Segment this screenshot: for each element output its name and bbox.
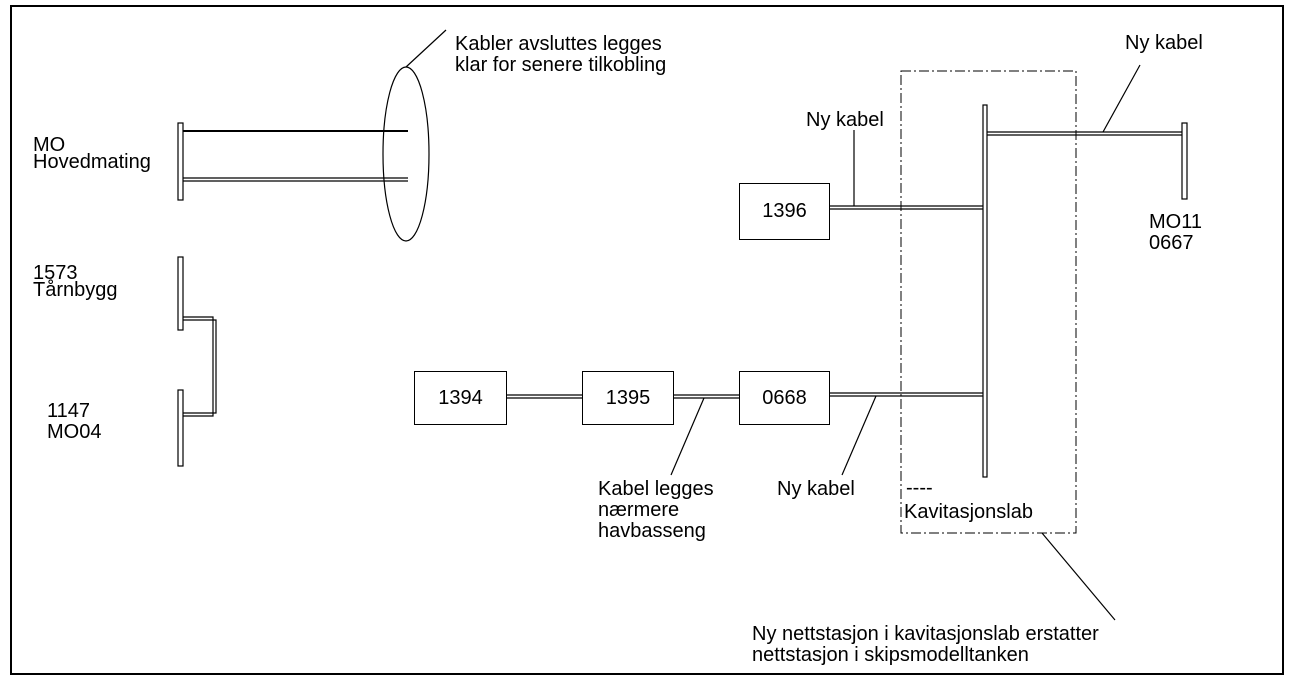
label-kavitasjonslab: Kavitasjonslab [904,501,1033,523]
link-tarn-mo04-b [183,319,217,414]
busbar-tarnbygg [177,256,184,331]
link-tarn-mo04-a [183,316,214,417]
label-dashes: ---- [906,477,933,499]
diagram-frame [10,5,1284,675]
busbar-mo04 [177,389,184,467]
busbar-mo-hovedmating [177,122,184,201]
kavitasjonslab-area [900,70,1077,534]
station-1394: 1394 [414,371,507,425]
station-1395: 1395 [582,371,674,425]
leader-new-station [1041,532,1116,621]
label-ny-kabel-bottom: Ny kabel [777,478,855,500]
busbar-kavitasjonslab [982,104,988,478]
leader-ny-kabel-top [1102,64,1141,133]
label-ny-kabel-mid: Ny kabel [806,109,884,131]
label-new-station-note: Ny nettstasjon i kavitasjonslab erstatte… [752,623,1099,666]
leader-ny-kabel-bottom [841,395,877,476]
station-0668: 0668 [739,371,830,425]
cable-end-ellipse [382,66,430,242]
station-1396: 1396 [739,183,830,240]
label-ny-kabel-top: Ny kabel [1125,32,1203,54]
leader-kabel-legges [670,397,705,476]
busbar-mo11 [1181,122,1188,200]
cable-end-leader [405,29,447,68]
